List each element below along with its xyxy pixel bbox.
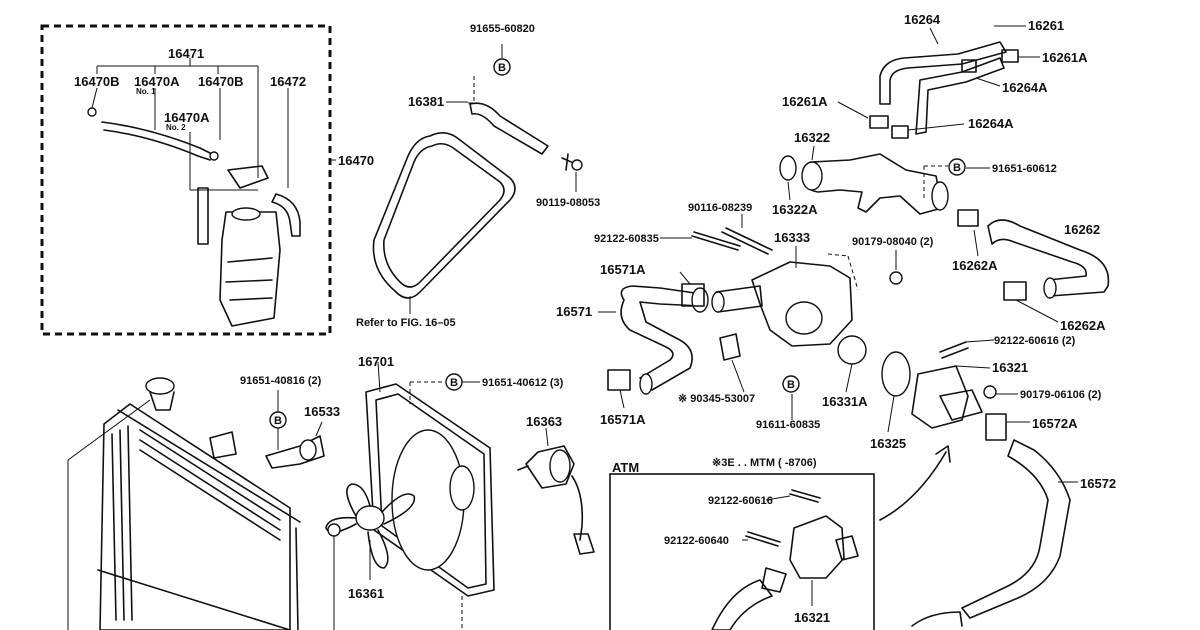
label-16701: 16701 [358,354,394,369]
label-16470: 16470 [338,153,374,168]
gasket[interactable] [881,351,911,397]
label-16262: 16262 [1064,222,1100,237]
label-16470B-right: 16470B [198,74,244,89]
label-16571: 16571 [556,304,592,319]
radiator[interactable] [99,403,291,630]
label-no2: No. 2 [166,123,186,132]
belt-group [372,44,583,314]
label-16264: 16264 [904,12,941,27]
label-91651-40612: 91651-40612 (3) [482,377,564,389]
label-90345-53007: ※ 90345-53007 [678,393,755,405]
atm-group [609,473,875,630]
label-16470B-left: 16470B [74,74,120,89]
label-92122-60835: 92122-60835 [594,233,659,245]
label-16322: 16322 [794,130,830,145]
label-no1: No. 1 [136,87,156,96]
label-16472: 16472 [270,74,306,89]
hose-16264[interactable] [879,41,1007,105]
label-16571A-lower: 16571A [600,412,646,427]
atm-frame [609,473,875,630]
label-16261A-left: 16261A [782,94,828,109]
thermostat[interactable] [837,335,867,365]
upper-pipes-group [779,25,1040,215]
atm-label-16321: 16321 [794,610,830,625]
atm-label-92122-60616: 92122-60616 [708,495,773,507]
b-mark-icon-3 [782,375,800,393]
fan-blade[interactable] [325,483,416,569]
label-16322A: 16322A [772,202,818,217]
label-16261A-right: 16261A [1042,50,1088,65]
label-16572: 16572 [1080,476,1116,491]
label-16470A-bottom: 16470A [164,110,210,125]
label-16333: 16333 [774,230,810,245]
atm-label-92122-60640: 92122-60640 [664,535,729,547]
b-mark-text: B [498,62,506,74]
label-16264A-right: 16264A [1002,80,1048,95]
label-91651-60612: 91651-60612 [992,163,1057,175]
label-16321: 16321 [992,360,1028,375]
b-mark-icon-4 [269,411,287,429]
label-16572A: 16572A [1032,416,1078,431]
label-16533: 16533 [304,404,340,419]
label-91611-60835: 91611-60835 [756,419,820,431]
label-90179-08040: 90179-08040 (2) [852,236,934,248]
bypass-hose[interactable] [469,102,549,155]
b-mark-text-3: B [787,379,795,391]
radiator-cap[interactable] [145,377,175,395]
label-16262A-upper: 16262A [952,258,998,273]
reservoir-frame [40,24,332,336]
fan-group [265,361,595,630]
hose-16572[interactable] [961,439,1071,619]
label-16261: 16261 [1028,18,1064,33]
reservoir-tank[interactable] [219,211,281,327]
label-16381: 16381 [408,94,444,109]
label-90119-08053: 90119-08053 [536,197,600,209]
label-16363: 16363 [526,414,562,429]
label-92122-60616: 92122-60616 (2) [994,335,1076,347]
label-16470A-top: 16470A [134,74,180,89]
label-16262A-lower: 16262A [1060,318,1106,333]
b-mark-text-4: B [274,415,282,427]
radiator-group [67,377,301,630]
water-inlet-housing[interactable] [751,261,853,347]
b-mark-icon-2 [948,158,966,176]
b-mark-text-2: B [953,162,961,174]
label-16471: 16471 [168,46,204,61]
fan-motor[interactable] [525,445,575,489]
b-mark-text-5: B [450,377,458,389]
label-91651-40816: 91651-40816 (2) [240,375,322,387]
label-16331A: 16331A [822,394,868,409]
atm-water-inlet[interactable] [789,515,845,579]
label-91655-60820: 91655-60820 [470,23,535,35]
atm-note: ※3E . . MTM ( -8706) [712,457,817,469]
label-16264A-mid: 16264A [968,116,1014,131]
drive-belt[interactable] [372,132,516,299]
b-mark-icon [493,58,511,76]
label-16571A-upper: 16571A [600,262,646,277]
label-90179-06106: 90179-06106 (2) [1020,389,1102,401]
atm-title: ATM [612,460,639,475]
reservoir-group [40,24,336,336]
label-16325: 16325 [870,436,906,451]
label-90116-08239: 90116-08239 [688,202,752,214]
hose-16571[interactable] [620,285,703,391]
label-refer-fig: Refer to FIG. 16–05 [356,317,456,329]
water-outlet-pipe[interactable] [802,153,943,215]
label-16361: 16361 [348,586,384,601]
housing-group [598,209,1110,619]
